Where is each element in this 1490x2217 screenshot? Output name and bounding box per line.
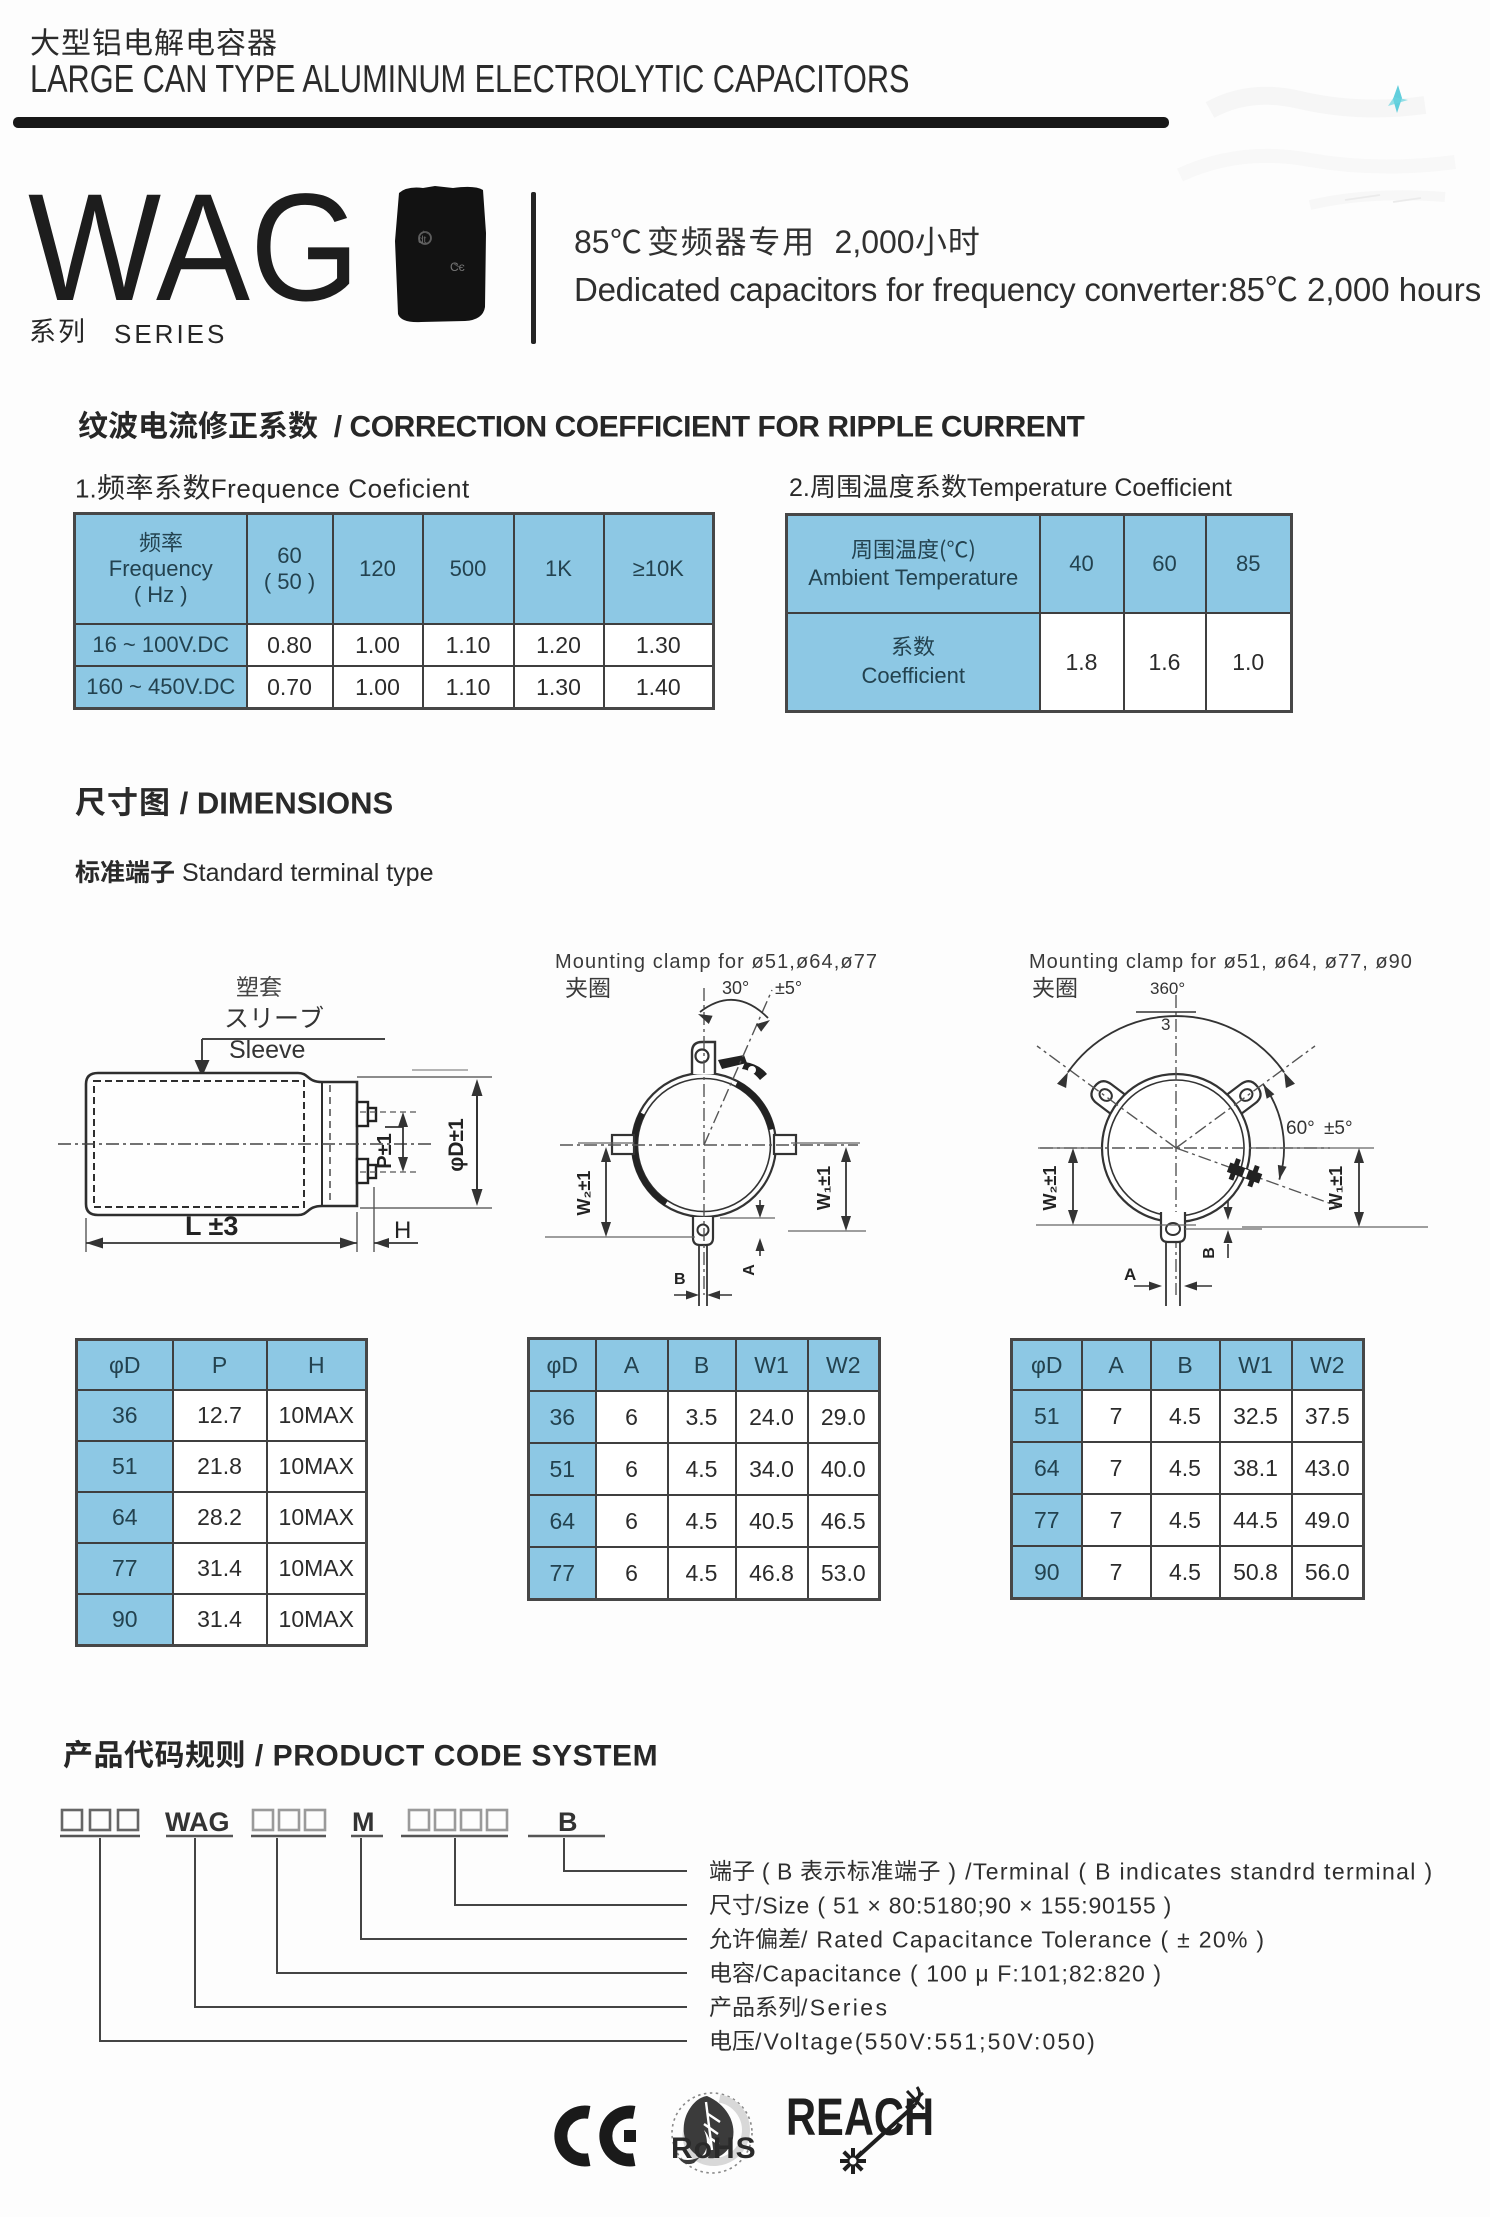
svg-text:RoHS: RoHS: [671, 2132, 757, 2165]
svg-text:30°: 30°: [722, 978, 749, 998]
svg-text:A: A: [1124, 1265, 1136, 1284]
svg-text:B: B: [558, 1807, 578, 1837]
svg-text:W₁±1: W₁±1: [814, 1166, 834, 1210]
svg-text:±5°: ±5°: [1324, 1118, 1353, 1139]
svg-text:M: M: [352, 1807, 375, 1837]
svg-text:W₁±1: W₁±1: [1326, 1166, 1346, 1210]
svg-text:L ±3: L ±3: [185, 1211, 238, 1241]
svg-text:Sleeve: Sleeve: [229, 1036, 305, 1064]
svg-text:W₂±1: W₂±1: [1040, 1166, 1060, 1211]
svg-text:B: B: [1201, 1247, 1218, 1259]
svg-text:60°: 60°: [1286, 1118, 1315, 1139]
svg-text:360°: 360°: [1150, 979, 1185, 998]
svg-text:dt: dt: [418, 235, 427, 246]
svg-text:±5°: ±5°: [775, 978, 802, 998]
svg-text:3: 3: [1161, 1015, 1170, 1034]
svg-text:A: A: [741, 1264, 758, 1276]
svg-text:W₂±1: W₂±1: [574, 1171, 594, 1216]
svg-text:φD±1: φD±1: [445, 1118, 468, 1172]
svg-text:Mounting clamp for ø51,ø64,ø77: Mounting clamp for ø51,ø64,ø77: [555, 951, 878, 973]
svg-text:P±1: P±1: [374, 1133, 396, 1168]
svg-text:Mounting clamp for ø51, ø64, ø: Mounting clamp for ø51, ø64, ø77, ø90: [1029, 951, 1413, 973]
svg-text:H: H: [394, 1217, 411, 1244]
svg-text:B: B: [674, 1271, 686, 1288]
svg-text:WAG: WAG: [165, 1807, 230, 1837]
svg-text:REACH: REACH: [786, 2088, 934, 2147]
svg-text:Cє: Cє: [450, 260, 465, 274]
